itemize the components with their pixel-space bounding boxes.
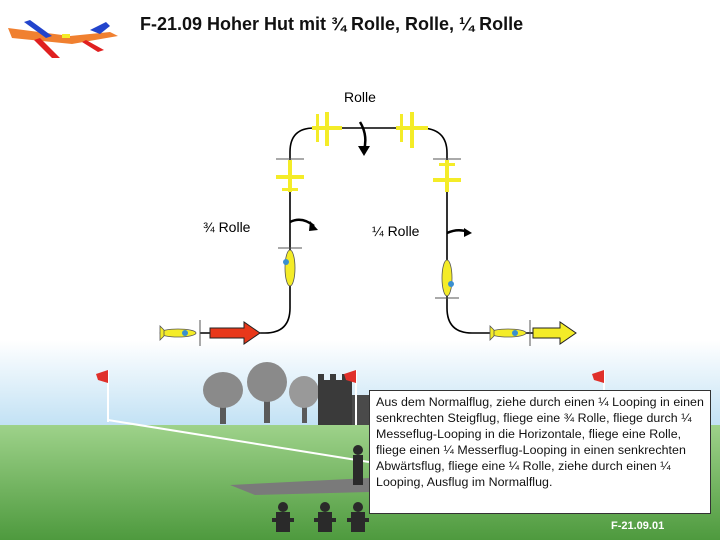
plane-top-1	[312, 112, 342, 146]
page-title: F-21.09 Hoher Hut mit ¾ Rolle, Rolle, ¼ …	[140, 14, 523, 35]
roll-arrow-right-head	[464, 228, 472, 237]
label-three-quarter-roll: ¾ Rolle	[203, 219, 250, 235]
roll-arrow-top	[360, 122, 365, 150]
plane-dive-sideview	[435, 260, 459, 298]
description-box: Aus dem Normalflug, ziehe durch einen ¼ …	[369, 390, 711, 514]
plane-climb-sideview	[278, 248, 302, 286]
plane-top-2	[396, 112, 428, 148]
footer-code: F-21.09.01	[611, 520, 664, 532]
header-plane-logo	[8, 20, 118, 58]
plane-dive-topview	[433, 159, 461, 192]
roll-arrow-top-head	[358, 146, 370, 156]
label-quarter-roll: ¼ Rolle	[372, 223, 419, 239]
roll-arrow-left-head	[309, 221, 318, 231]
label-roll-top: Rolle	[344, 89, 376, 105]
description-text: Aus dem Normalflug, ziehe durch einen ¼ …	[376, 395, 704, 489]
plane-climb-topview	[276, 159, 304, 192]
